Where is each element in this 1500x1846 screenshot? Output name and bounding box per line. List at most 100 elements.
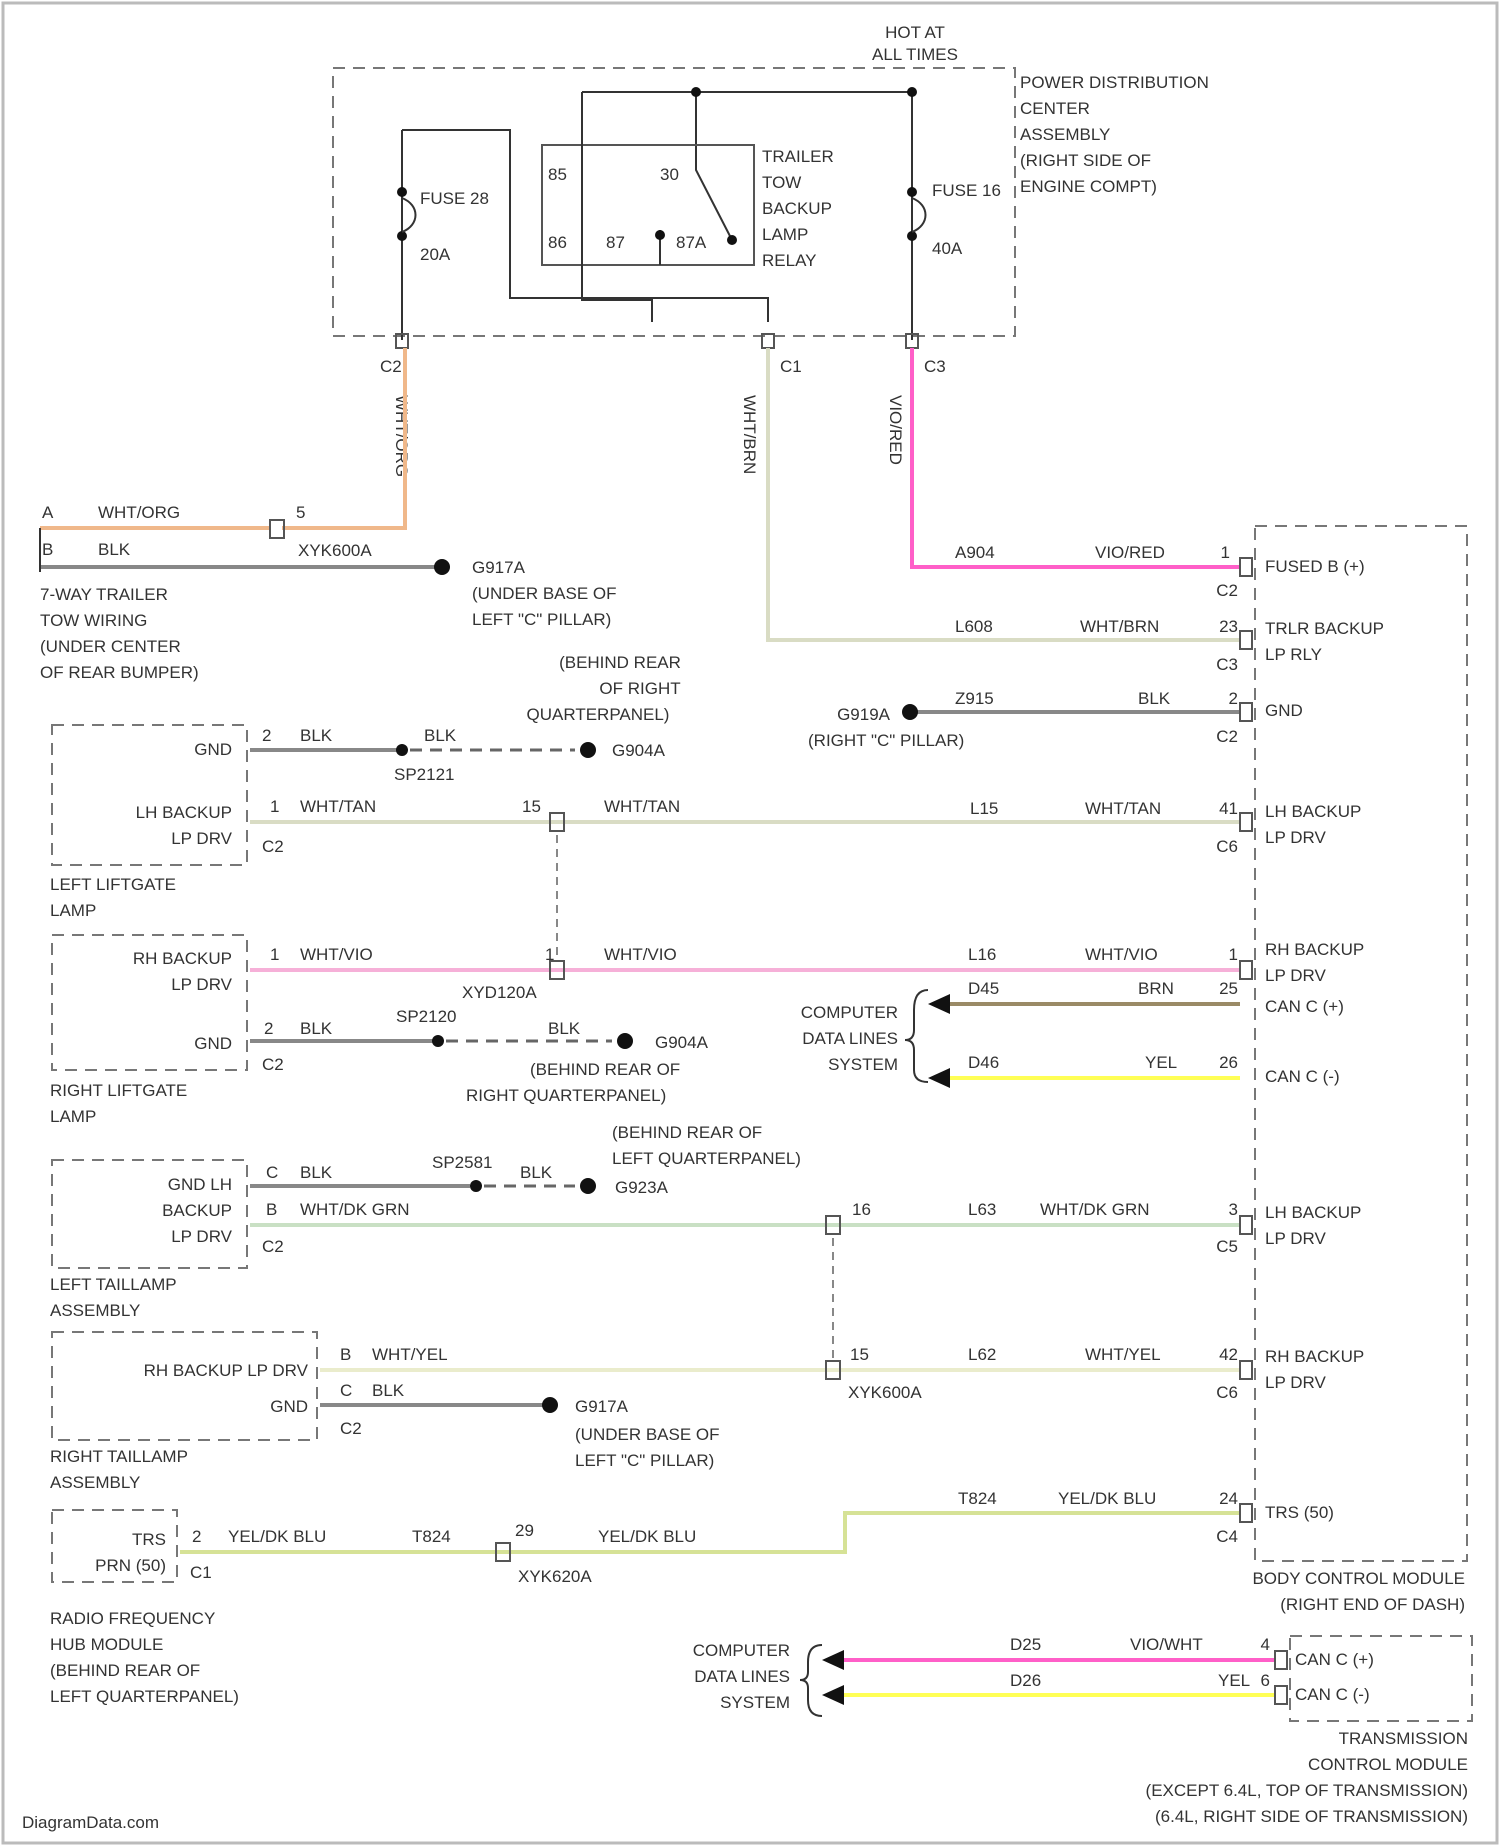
- bcm-pin-connector: [1240, 813, 1252, 831]
- tcm-cdls-brace: [800, 1645, 822, 1716]
- relay-pin-87a: 87A: [676, 233, 707, 252]
- bcm-pin-num: 23: [1219, 617, 1238, 636]
- bcm-pin-color: BRN: [1138, 979, 1174, 998]
- tcm-wire1-color: VIO/WHT: [1130, 1635, 1203, 1654]
- ground-symbol-g904a: [617, 1033, 633, 1049]
- tcm-wire1-label: CAN C (+): [1295, 1650, 1374, 1669]
- bcm-pin-color: WHT/VIO: [1085, 945, 1158, 964]
- bcm-pin-label: CAN C (-): [1265, 1067, 1340, 1086]
- bcm-pin-num: 1: [1221, 543, 1230, 562]
- right-liftgate-splice: SP2120: [396, 1007, 457, 1026]
- trailer-ground-loc2: LEFT "C" PILLAR): [472, 610, 611, 629]
- right-liftgate-label-line1: RIGHT LIFTGATE: [50, 1081, 187, 1100]
- bcm-boundary: [1255, 526, 1467, 1561]
- bcm-pin-gnd: G919A (RIGHT "C" PILLAR) 2 C2 Z915 BLK G…: [808, 689, 1303, 750]
- bcm-pin-label-line2: LP DRV: [1265, 828, 1326, 847]
- right-liftgate-pin-gnd: 2: [264, 1019, 273, 1038]
- bcm-pin-num: 1: [1229, 945, 1238, 964]
- left-taillamp-label-line2: ASSEMBLY: [50, 1301, 140, 1320]
- bcm-pin-label-line2: LP DRV: [1265, 1373, 1326, 1392]
- left-liftgate-label-line2: LAMP: [50, 901, 96, 920]
- hot-at-all-times-line1: HOT AT: [885, 23, 945, 42]
- tcm-pin-connector: [1275, 1651, 1287, 1669]
- bcm-pin-circuit: L608: [955, 617, 993, 636]
- splice-sp2581: [470, 1180, 482, 1192]
- right-liftgate-drv-line1: RH BACKUP: [133, 949, 232, 968]
- bcm-pin-circuit: L15: [970, 799, 998, 818]
- left-liftgate-gnd: GND: [194, 740, 232, 759]
- rf-hub-color2: YEL/DK BLU: [598, 1527, 696, 1546]
- ground-symbol-g904a: [580, 742, 596, 758]
- pdc-title-line3: ASSEMBLY: [1020, 125, 1110, 144]
- right-liftgate-pin-drv: 1: [270, 945, 279, 964]
- left-taillamp-ground-loc1: (BEHIND REAR OF: [612, 1123, 762, 1142]
- relay-contact: [727, 235, 737, 245]
- relay-body: [542, 145, 754, 265]
- power-distribution-center: HOT AT ALL TIMES POWER DISTRIBUTION CENT…: [333, 23, 1209, 477]
- tcm-label-line4: (6.4L, RIGHT SIDE OF TRANSMISSION): [1155, 1807, 1468, 1826]
- tcm-wire2-circuit: D26: [1010, 1671, 1041, 1690]
- bcm-pin-color: WHT/DK GRN: [1040, 1200, 1150, 1219]
- wire-t824-yel-dk-blu: [180, 1513, 1240, 1552]
- right-liftgate-gnd: GND: [194, 1034, 232, 1053]
- ground-symbol-g923a: [580, 1178, 596, 1194]
- fuse16-symbol: [912, 198, 926, 232]
- left-liftgate-ground-loc2: OF RIGHT: [599, 679, 680, 698]
- bcm-pin-connector: [1240, 1361, 1252, 1379]
- left-taillamp-inline-pin: 16: [852, 1200, 871, 1219]
- bcm-pin-trlr-backup: 23 C3 L608 WHT/BRN TRLR BACKUP LP RLY: [955, 617, 1384, 674]
- bcm-pin-label-line1: RH BACKUP: [1265, 940, 1364, 959]
- rf-hub-color: YEL/DK BLU: [228, 1527, 326, 1546]
- right-taillamp-conn: C2: [340, 1419, 362, 1438]
- left-liftgate-blk2: BLK: [424, 726, 457, 745]
- tcm-cdls-line2: DATA LINES: [694, 1667, 790, 1686]
- right-taillamp-ground-loc1: (UNDER BASE OF: [575, 1425, 720, 1444]
- relay-label-line3: BACKUP: [762, 199, 832, 218]
- bcm-pin-num: 2: [1229, 689, 1238, 708]
- rf-hub-inline-conn: XYK620A: [518, 1567, 592, 1586]
- rf-hub-conn: C1: [190, 1563, 212, 1582]
- tcm-label-line1: TRANSMISSION: [1339, 1729, 1468, 1748]
- watermark: DiagramData.com: [22, 1813, 159, 1832]
- left-liftgate-ground-id: G904A: [612, 741, 666, 760]
- bcm-pin-circuit: L16: [968, 945, 996, 964]
- bcm-pin-circuit: D46: [968, 1053, 999, 1072]
- tcm-label-line3: (EXCEPT 6.4L, TOP OF TRANSMISSION): [1146, 1781, 1468, 1800]
- pdc-title-line1: POWER DISTRIBUTION: [1020, 73, 1209, 92]
- bcm-pin-label: TRS (50): [1265, 1503, 1334, 1522]
- relay-pin-30: 30: [660, 165, 679, 184]
- rf-hub-circuit: T824: [412, 1527, 451, 1546]
- left-taillamp-blk: BLK: [300, 1163, 333, 1182]
- bcm-pin-connector: [1240, 961, 1252, 979]
- fuse28-symbol: [402, 198, 416, 232]
- bcm-pin-conn: C6: [1216, 837, 1238, 856]
- trailer-label-line2: TOW WIRING: [40, 611, 147, 630]
- ground-symbol-g917a: [434, 559, 450, 575]
- fuse16-terminal: [907, 187, 917, 197]
- tcm-boundary: [1290, 1636, 1472, 1721]
- relay-pin-87: 87: [606, 233, 625, 252]
- relay-pin-86: 86: [548, 233, 567, 252]
- left-taillamp-blk2: BLK: [520, 1163, 553, 1182]
- fuse16-terminal: [907, 231, 917, 241]
- right-liftgate-drv-line2: LP DRV: [171, 975, 232, 994]
- pdc-wire-color-c1: WHT/BRN: [740, 395, 759, 474]
- arrow-left-icon: [822, 1650, 844, 1670]
- right-taillamp-blk: BLK: [372, 1381, 405, 1400]
- left-taillamp-drv-line1: BACKUP: [162, 1201, 232, 1220]
- left-liftgate-pin-gnd: 2: [262, 726, 271, 745]
- right-liftgate-conn: C2: [262, 1055, 284, 1074]
- relay-pin-85: 85: [548, 165, 567, 184]
- relay-label-line4: LAMP: [762, 225, 808, 244]
- rf-hub-label-line2: HUB MODULE: [50, 1635, 163, 1654]
- right-liftgate-ground-loc2: RIGHT QUARTERPANEL): [466, 1086, 666, 1105]
- right-taillamp-boundary: [52, 1332, 317, 1440]
- splice-sp2120: [432, 1035, 444, 1047]
- wire-wht-org: [40, 348, 405, 528]
- bcm-pin-color: YEL/DK BLU: [1058, 1489, 1156, 1508]
- bcm-pin-num: 26: [1219, 1053, 1238, 1072]
- right-taillamp-inline-conn: XYK600A: [848, 1383, 922, 1402]
- left-taillamp-color: WHT/DK GRN: [300, 1200, 410, 1219]
- right-taillamp-label-line2: ASSEMBLY: [50, 1473, 140, 1492]
- bcm-pin-circuit: T824: [958, 1489, 997, 1508]
